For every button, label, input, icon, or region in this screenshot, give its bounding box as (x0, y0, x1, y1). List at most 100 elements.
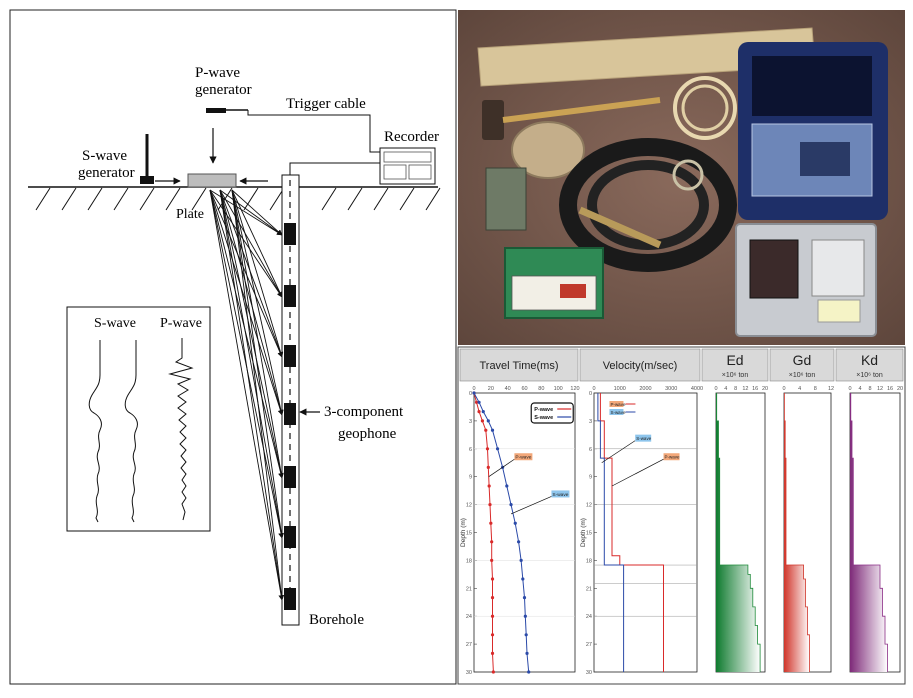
y-tick-label: 6 (469, 447, 472, 453)
x-tick-label: 16 (752, 386, 758, 392)
chart-header (579, 348, 701, 382)
recorder-panel-left (383, 164, 407, 180)
data-point (486, 465, 490, 469)
y-tick-label: 3 (469, 419, 472, 425)
data-point (490, 614, 495, 618)
sledge-hammer-head (482, 100, 504, 140)
hatch-mark (321, 187, 337, 211)
chart-title: Ed (726, 352, 743, 368)
plot-area (473, 392, 576, 673)
battery-pack (485, 167, 527, 231)
y-tick-label: 27 (466, 642, 472, 648)
x-tick-label: 20 (897, 386, 903, 392)
hatch-mark (165, 187, 181, 211)
y-axis-label: Depth (m) (580, 518, 587, 547)
plate (187, 173, 237, 188)
profile-charts: Travel Time(ms)Velocity(m/sec)Ed×10⁶ ton… (457, 346, 906, 685)
geophone-label-1: 3-component (324, 404, 404, 420)
ray-path (231, 189, 284, 479)
s-wave-hammer-head (140, 176, 154, 184)
data-point (523, 614, 527, 618)
annotation-text: P-wave (515, 455, 531, 461)
y-tick-label: 0 (589, 391, 592, 397)
y-tick-label: 9 (589, 475, 592, 481)
hatch-mark (425, 187, 441, 211)
toolbox-red-module (560, 284, 586, 298)
schematic-panel: S-wave generator Plate P-wave generator … (9, 9, 457, 685)
y-tick-label: 27 (586, 642, 592, 648)
ray-path (231, 189, 284, 358)
data-point (505, 484, 509, 488)
x-tick-label: 12 (828, 386, 834, 392)
chart-panel-4: Gd×10⁶ ton (769, 348, 835, 382)
series-line (473, 392, 530, 673)
y-tick-label: 9 (469, 475, 472, 481)
ray-path (219, 189, 283, 298)
x-tick-label: 4 (798, 386, 801, 392)
y-tick-label: 18 (586, 558, 592, 564)
annotation-text: P-wave (665, 455, 681, 460)
data-point (472, 391, 476, 395)
hatch-mark (347, 187, 363, 211)
data-point (509, 503, 513, 507)
equipment-photo (458, 10, 905, 345)
x-tick-label: 4 (724, 386, 727, 392)
x-tick-label: 12 (742, 386, 748, 392)
geophone-cable-reel-inner (587, 160, 709, 250)
chart-panel-2: Velocity(m/sec) (579, 348, 701, 382)
borehole-geophone-probe (578, 206, 662, 249)
chart-unit: ×10⁶ ton (789, 372, 816, 379)
chart-title: Kd (861, 352, 878, 368)
s-wave-trace-2 (124, 340, 138, 523)
data-point (490, 577, 495, 581)
data-point (524, 633, 528, 637)
x-tick-label: 8 (814, 386, 817, 392)
x-tick-label: 4000 (691, 386, 703, 392)
ray-path (219, 189, 284, 416)
data-point (491, 670, 495, 674)
annotation-text: S-wave (552, 492, 568, 498)
p-wave-hammer-head (206, 108, 226, 113)
recorder-panel-right (408, 164, 432, 180)
ray-path (231, 189, 283, 298)
annotation-leader (510, 496, 552, 515)
series-line (473, 392, 494, 673)
hatch-mark (87, 187, 103, 211)
x-tick-label: 100 (554, 386, 563, 392)
annotation-leader (611, 458, 664, 487)
x-tick-label: 3000 (665, 386, 677, 392)
y-tick-label: 15 (466, 531, 472, 537)
chart-panel-3: Ed×10⁶ ton (701, 348, 769, 382)
series-line (599, 393, 664, 672)
legend-label: P-wave (534, 407, 553, 413)
x-tick-label: 8 (868, 386, 871, 392)
legend-box (530, 402, 574, 424)
hatch-mark (243, 187, 259, 211)
data-point (485, 447, 490, 451)
y-tick-label: 21 (586, 586, 592, 592)
data-point (490, 558, 494, 563)
data-point (521, 577, 525, 581)
ray-path (219, 189, 284, 479)
y-tick-label: 12 (586, 503, 592, 509)
x-tick-label: 4 (858, 386, 861, 392)
ray-path (209, 189, 283, 298)
annotation-tag (635, 434, 652, 442)
legend-label: S-wave (534, 415, 553, 421)
x-tick-label: 12 (877, 386, 883, 392)
ray-path (231, 189, 284, 539)
data-point (490, 540, 494, 544)
y-tick-label: 12 (466, 503, 472, 509)
recorder-screen (383, 151, 432, 163)
chart-panel-5: Kd×10⁶ ton (835, 348, 904, 382)
series-line (597, 393, 625, 672)
hatch-mark (139, 187, 155, 211)
data-point (489, 521, 493, 525)
data-point (474, 400, 479, 404)
legend-label: S-wave (610, 410, 626, 415)
ray-path (209, 189, 283, 358)
y-tick-label: 15 (586, 531, 592, 537)
annotation-tag (663, 453, 680, 461)
